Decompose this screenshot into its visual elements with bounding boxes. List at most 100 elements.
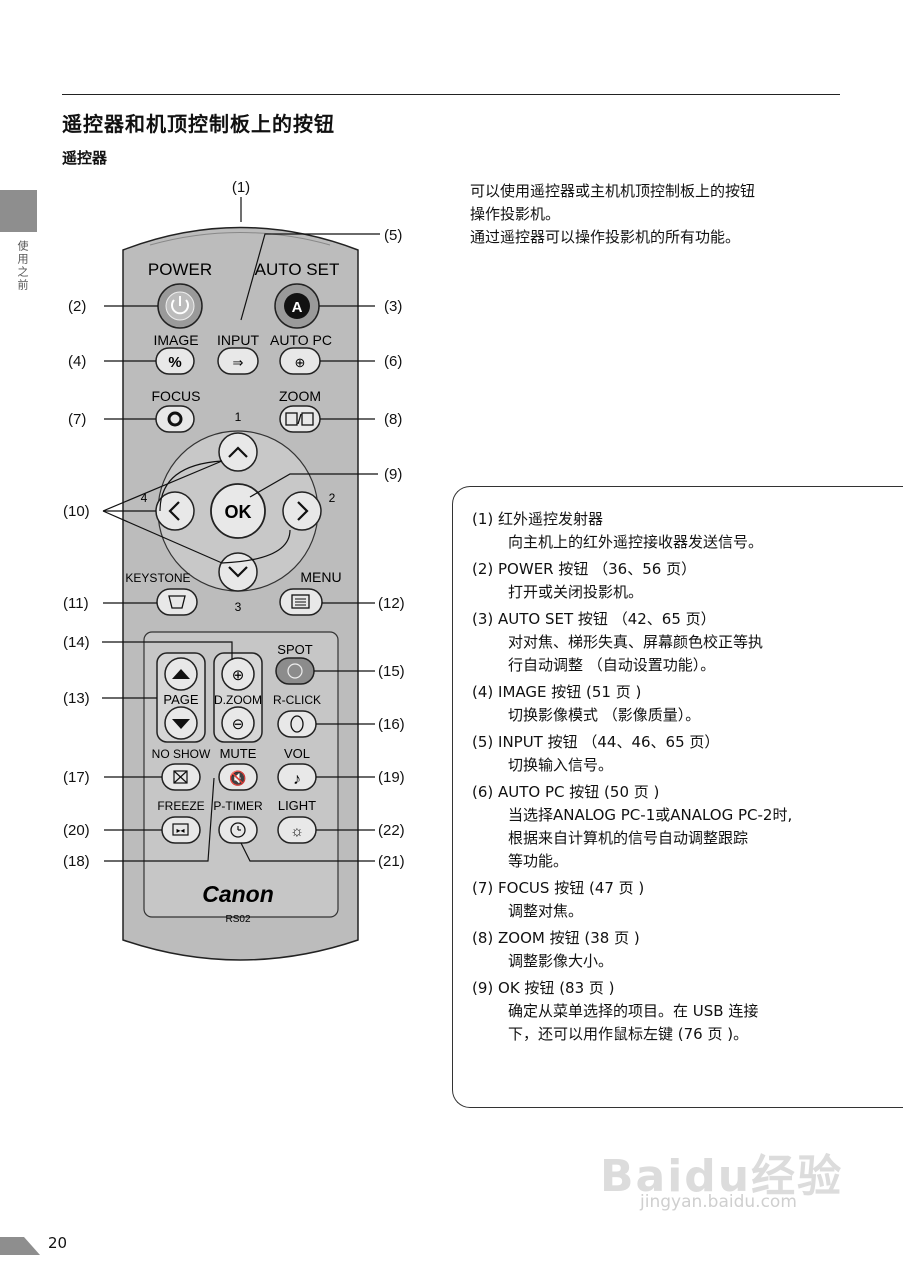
music-note-icon: ♪ <box>293 771 301 788</box>
item-description: 等功能。 <box>508 852 569 870</box>
input-button[interactable] <box>217 347 259 375</box>
item-heading: (6) AUTO PC 按钮 (50 页 ) <box>472 783 660 801</box>
item-heading: (3) AUTO SET 按钮 （42、65 页） <box>472 610 716 628</box>
list-item: (6) AUTO PC 按钮 (50 页 ) 当选择ANALOG PC-1或AN… <box>472 781 852 873</box>
item-heading: (9) OK 按钮 (83 页 ) <box>472 979 615 997</box>
callout-lines <box>102 197 380 862</box>
list-item: (5) INPUT 按钮 （44、46、65 页） 切换输入信号。 <box>472 731 852 777</box>
item-description: 行自动调整 （自动设置功能）。 <box>508 656 716 674</box>
focus-button[interactable] <box>155 405 195 433</box>
chevron-up-icon <box>228 446 248 458</box>
keystone-button[interactable] <box>156 588 198 616</box>
callout-1: (1) <box>232 179 250 196</box>
item-description: 确定从菜单选择的项目。在 USB 连接 <box>508 1002 759 1020</box>
dpad-right-number: 2 <box>329 491 336 505</box>
page-number: 20 <box>48 1234 68 1252</box>
freeze-label: FREEZE <box>157 799 204 813</box>
focus-label: FOCUS <box>152 388 201 404</box>
page-label: PAGE <box>163 692 198 707</box>
remote-control-illustration: POWER AUTO SET A IMAGE INPUT AUTO PC % ⇒… <box>63 179 405 961</box>
section-subtitle: 遥控器 <box>62 149 108 167</box>
ok-button[interactable] <box>210 483 266 539</box>
triangle-down-icon <box>172 719 190 729</box>
dpad-left-number: 4 <box>141 491 148 505</box>
page-number-tab <box>0 1237 40 1255</box>
description-box <box>452 486 903 1108</box>
auto-set-label: AUTO SET <box>255 260 340 279</box>
intro-paragraph: 可以使用遥控器或主机机顶控制板上的按钮 操作投影机。 通过遥控器可以操作投影机的… <box>470 180 850 249</box>
spot-button[interactable] <box>275 657 315 685</box>
dzoom-out-button[interactable] <box>221 706 255 740</box>
ptimer-label: P-TIMER <box>213 799 263 813</box>
keystone-icon <box>168 595 186 609</box>
list-item: (1) 红外遥控发射器 向主机上的红外遥控接收器发送信号。 <box>472 508 852 554</box>
dpad-right-button[interactable] <box>282 491 322 531</box>
callout-18: (18) <box>63 853 90 870</box>
callout-10: (10) <box>63 503 90 520</box>
freeze-icon: ▸◂ <box>172 823 189 836</box>
triangle-up-icon <box>172 669 190 679</box>
menu-label: MENU <box>300 569 341 585</box>
list-item: (4) IMAGE 按钮 (51 页 ) 切换影像模式 （影像质量）。 <box>472 681 852 727</box>
chevron-left-icon <box>168 501 180 521</box>
callout-11: (11) <box>63 595 89 612</box>
item-heading: (2) POWER 按钮 （36、56 页） <box>472 560 697 578</box>
rclick-button[interactable] <box>277 710 317 738</box>
callout-4: (4) <box>68 353 86 370</box>
vol-label: VOL <box>284 746 310 761</box>
item-heading: (7) FOCUS 按钮 (47 页 ) <box>472 879 645 897</box>
zoom-icon <box>285 412 314 426</box>
callout-3: (3) <box>384 298 402 315</box>
item-heading: (1) 红外遥控发射器 <box>472 510 604 528</box>
spot-label: SPOT <box>277 642 312 657</box>
dpad-up-number: 1 <box>235 410 242 424</box>
spot-icon <box>287 663 303 679</box>
item-description: 调整影像大小。 <box>508 952 614 970</box>
callout-9: (9) <box>384 466 402 483</box>
canon-logo: Canon <box>202 881 274 907</box>
intro-line: 通过遥控器可以操作投影机的所有功能。 <box>470 228 741 246</box>
callout-19: (19) <box>378 769 405 786</box>
list-item: (7) FOCUS 按钮 (47 页 ) 调整对焦。 <box>472 877 852 923</box>
no-show-icon <box>173 770 188 784</box>
focus-icon <box>167 411 183 427</box>
zoom-label: ZOOM <box>279 388 321 404</box>
button-description-list: (1) 红外遥控发射器 向主机上的红外遥控接收器发送信号。 (2) POWER … <box>472 508 852 1050</box>
callout-17: (17) <box>63 769 90 786</box>
item-heading: (8) ZOOM 按钮 (38 页 ) <box>472 929 640 947</box>
header-rule <box>62 94 840 95</box>
item-description: 切换影像模式 （影像质量）。 <box>508 706 701 724</box>
svg-text:▸◂: ▸◂ <box>176 826 184 835</box>
dzoom-in-button[interactable] <box>221 657 255 691</box>
dpad-down-button[interactable] <box>218 552 258 592</box>
callout-21: (21) <box>378 853 405 870</box>
item-description: 对对焦、梯形失真、屏幕颜色校正等执 <box>508 633 764 651</box>
intro-line: 操作投影机。 <box>470 205 561 223</box>
side-tab-marker <box>0 190 37 232</box>
item-heading: (5) INPUT 按钮 （44、46、65 页） <box>472 733 720 751</box>
item-description: 切换输入信号。 <box>508 756 614 774</box>
dpad-up-button[interactable] <box>218 432 258 472</box>
callout-20: (20) <box>63 822 90 839</box>
mute-label: MUTE <box>220 746 257 761</box>
keystone-label: KEYSTONE <box>125 571 190 585</box>
image-label: IMAGE <box>153 332 198 348</box>
auto-set-button-face <box>284 293 310 319</box>
zoom-out-icon: ⊖ <box>232 716 245 733</box>
list-item: (3) AUTO SET 按钮 （42、65 页） 对对焦、梯形失真、屏幕颜色校… <box>472 608 852 677</box>
model-label: RS02 <box>225 914 250 925</box>
ok-label: OK <box>225 502 252 522</box>
callout-6: (6) <box>384 353 402 370</box>
input-icon: ⇒ <box>233 355 244 370</box>
page-title: 遥控器和机顶控制板上的按钮 <box>62 112 335 136</box>
list-item: (9) OK 按钮 (83 页 ) 确定从菜单选择的项目。在 USB 连接 下，… <box>472 977 852 1046</box>
mouse-icon <box>290 715 304 733</box>
remote-top-edge <box>149 232 331 246</box>
callout-12: (12) <box>378 595 405 612</box>
input-label: INPUT <box>217 332 259 348</box>
item-description: 根据来自计算机的信号自动调整跟踪 <box>508 829 749 847</box>
menu-icon <box>291 594 310 609</box>
mute-button[interactable] <box>218 763 258 791</box>
callout-13: (13) <box>63 690 90 707</box>
intro-line: 可以使用遥控器或主机机顶控制板上的按钮 <box>470 182 756 200</box>
